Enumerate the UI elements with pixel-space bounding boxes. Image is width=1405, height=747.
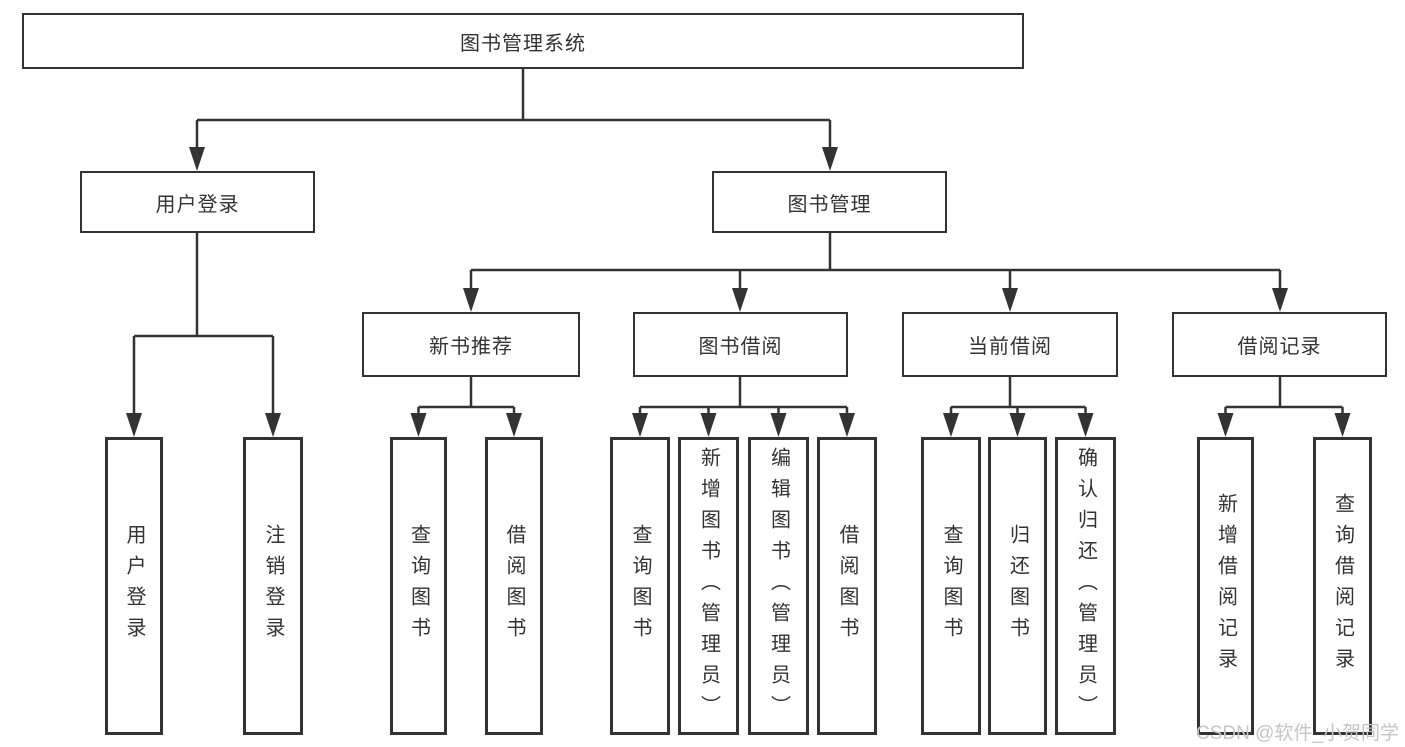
arrow-icon [632,413,648,437]
leaf-logout-label: 注销登录 [262,524,284,648]
arrow-icon [265,413,281,437]
leaf-add-books-admin-label: 新增图书（管理员） [697,446,720,726]
node-book-borrow-label: 图书借阅 [698,336,783,358]
arrow-icon [410,413,427,437]
arrow-icon [1002,288,1018,312]
node-new-book-recommend-label: 新书推荐 [429,336,513,358]
node-new-book-recommend: 新书推荐 [362,312,580,377]
leaf-borrow-query-books-label: 查询图书 [629,524,651,648]
node-current-borrow: 当前借阅 [902,312,1118,377]
leaf-confirm-return-admin: 确认归还（管理员） [1055,437,1116,735]
arrow-icon [822,147,838,171]
arrow-icon [770,413,787,437]
leaf-recommend-query-books-label: 查询图书 [407,524,430,648]
arrow-icon [700,413,717,437]
arrow-icon [1009,413,1026,437]
leaf-edit-books-admin: 编辑图书（管理员） [748,437,809,735]
leaf-confirm-return-admin-label: 确认归还（管理员） [1074,446,1097,726]
node-book-management: 图书管理 [712,171,947,233]
leaf-query-borrow-record: 查询借阅记录 [1313,437,1372,735]
leaf-user-login: 用户登录 [105,437,163,735]
arrow-icon [463,288,479,312]
leaf-user-login-label: 用户登录 [123,524,145,648]
arrow-icon [1077,413,1094,437]
leaf-edit-books-admin-label: 编辑图书（管理员） [767,446,790,726]
watermark-text: CSDN @软件_小贺同学 [1196,723,1399,744]
arrow-icon [189,147,205,171]
leaf-current-query-books-label: 查询图书 [940,524,962,648]
node-user-login: 用户登录 [80,171,315,233]
arrow-icon [1272,288,1288,312]
tree-edges [132,69,1344,413]
node-book-management-label: 图书管理 [787,193,872,216]
leaf-borrow-books: 借阅图书 [817,437,877,735]
node-user-login-label: 用户登录 [155,193,240,216]
leaf-add-borrow-record: 新增借阅记录 [1197,437,1254,735]
arrow-icon [126,413,142,437]
leaf-borrow-query-books: 查询图书 [610,437,670,735]
node-borrow-records-label: 借阅记录 [1237,336,1322,358]
node-root: 图书管理系统 [22,13,1024,69]
leaf-query-borrow-record-label: 查询借阅记录 [1331,493,1354,679]
leaf-recommend-borrow-books: 借阅图书 [485,437,543,735]
arrow-icon [732,288,748,312]
arrow-icon [1217,413,1234,437]
arrow-icon [943,413,959,437]
leaf-borrow-books-label: 借阅图书 [836,524,858,648]
leaf-logout: 注销登录 [243,437,303,735]
leaf-return-books: 归还图书 [988,437,1047,735]
arrow-icon [506,413,522,437]
leaf-return-books-label: 归还图书 [1006,524,1029,648]
node-current-borrow-label: 当前借阅 [968,336,1052,358]
node-borrow-records: 借阅记录 [1172,312,1387,377]
leaf-add-borrow-record-label: 新增借阅记录 [1214,493,1237,679]
leaf-recommend-borrow-books-label: 借阅图书 [503,524,525,648]
arrowheads [126,147,1351,437]
arrow-icon [1334,413,1351,437]
node-book-borrow: 图书借阅 [633,312,848,377]
arrow-icon [839,413,855,437]
leaf-add-books-admin: 新增图书（管理员） [678,437,739,735]
leaf-recommend-query-books: 查询图书 [390,437,447,735]
node-root-label: 图书管理系统 [460,32,586,55]
leaf-current-query-books: 查询图书 [921,437,981,735]
